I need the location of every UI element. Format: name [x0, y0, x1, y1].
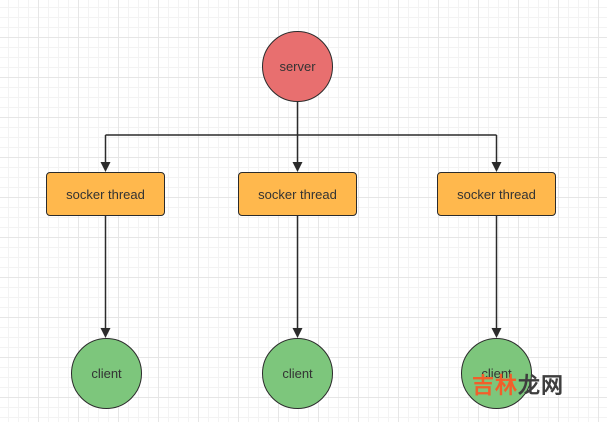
socket-thread-node-3[interactable]: socker thread	[437, 172, 556, 216]
thread-label: socker thread	[66, 186, 145, 202]
client-label: client	[91, 366, 122, 381]
client-label: client	[481, 366, 512, 381]
server-label: server	[279, 59, 316, 74]
client-node-2[interactable]: client	[262, 338, 333, 409]
thread-label: socker thread	[457, 186, 536, 202]
client-label: client	[282, 366, 313, 381]
thread-label: socker thread	[258, 186, 337, 202]
client-node-1[interactable]: client	[71, 338, 142, 409]
socket-thread-node-1[interactable]: socker thread	[46, 172, 165, 216]
client-node-3[interactable]: client	[461, 338, 532, 409]
socket-thread-node-2[interactable]: socker thread	[238, 172, 357, 216]
server-node[interactable]: server	[262, 31, 333, 102]
